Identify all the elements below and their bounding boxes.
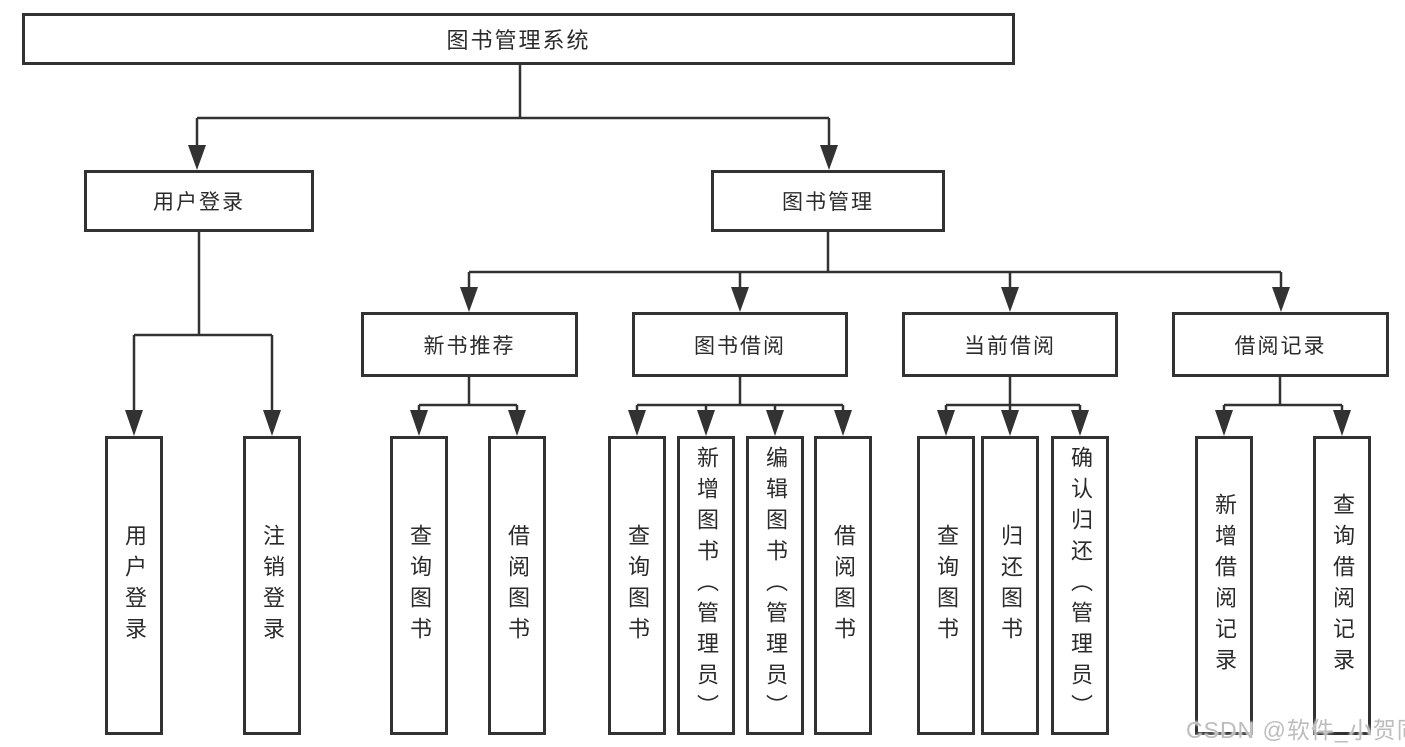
node-borrow-record-label: 借阅记录 xyxy=(1234,334,1327,358)
leaf-user-login: 用户登录 xyxy=(105,436,163,735)
leaf-borrow-books-1: 借阅图书 xyxy=(488,436,546,735)
leaf-add-borrow-record: 新增借阅记录 xyxy=(1195,436,1253,735)
arrowhead xyxy=(697,410,715,436)
arrowhead xyxy=(188,145,206,170)
node-current-borrow-label: 当前借阅 xyxy=(964,334,1056,358)
leaf-query-books-1: 查询图书 xyxy=(390,436,448,735)
leaf-query-borrow-record: 查询借阅记录 xyxy=(1313,436,1371,735)
leaf-query-books-2-label: 查询图书 xyxy=(625,523,650,648)
leaf-edit-book-admin: 编辑图书（管理员） xyxy=(746,436,804,735)
arrowhead xyxy=(937,410,955,436)
leaf-return-book: 归还图书 xyxy=(981,436,1039,735)
leaf-borrow-books-1-label: 借阅图书 xyxy=(505,523,530,648)
arrowhead xyxy=(1001,287,1019,312)
arrowhead xyxy=(460,287,478,312)
node-book-borrow-label: 图书借阅 xyxy=(694,334,786,358)
leaf-query-books-3-label: 查询图书 xyxy=(934,523,959,648)
arrowhead xyxy=(1333,410,1351,436)
node-new-book-recommend-label: 新书推荐 xyxy=(423,334,516,358)
arrowhead xyxy=(834,410,852,436)
arrowhead xyxy=(1272,287,1290,312)
arrowhead xyxy=(1215,410,1233,436)
node-borrow-record: 借阅记录 xyxy=(1172,312,1389,377)
leaf-borrow-books-2-label: 借阅图书 xyxy=(831,523,856,648)
arrowhead xyxy=(731,287,749,312)
arrowhead xyxy=(820,145,838,170)
arrowhead xyxy=(508,410,526,436)
leaf-logout-label: 注销登录 xyxy=(260,523,285,648)
leaf-query-borrow-record-label: 查询借阅记录 xyxy=(1330,492,1355,679)
leaf-logout: 注销登录 xyxy=(243,436,301,735)
leaf-confirm-return-admin-label: 确认归还（管理员） xyxy=(1068,446,1093,725)
arrowhead xyxy=(410,410,428,436)
leaf-edit-book-admin-label: 编辑图书（管理员） xyxy=(763,446,788,725)
leaf-confirm-return-admin: 确认归还（管理员） xyxy=(1051,436,1109,735)
node-user-login-label: 用户登录 xyxy=(153,191,245,214)
leaf-borrow-books-2: 借阅图书 xyxy=(814,436,872,735)
arrowhead xyxy=(125,410,143,436)
leaf-query-books-1-label: 查询图书 xyxy=(407,523,432,648)
arrowhead xyxy=(628,410,646,436)
leaf-return-book-label: 归还图书 xyxy=(998,523,1023,648)
leaf-add-borrow-record-label: 新增借阅记录 xyxy=(1212,492,1237,679)
leaf-query-books-2: 查询图书 xyxy=(608,436,666,735)
connector-root xyxy=(195,65,831,146)
watermark: CSDN @软件_小贺同学 xyxy=(1186,717,1405,743)
arrowhead xyxy=(766,410,784,436)
node-new-book-recommend: 新书推荐 xyxy=(361,312,578,377)
node-book-borrow: 图书借阅 xyxy=(632,312,848,377)
connector-fan-book-borrow xyxy=(635,377,845,411)
node-root-system: 图书管理系统 xyxy=(22,13,1015,65)
leaf-add-book-admin-label: 新增图书（管理员） xyxy=(694,446,719,725)
connector-user-login xyxy=(132,232,274,411)
leaf-user-login-label: 用户登录 xyxy=(122,523,147,648)
leaf-query-books-3: 查询图书 xyxy=(917,436,975,735)
node-book-management-label: 图书管理 xyxy=(782,191,874,214)
connector-book-management xyxy=(467,232,1283,288)
connector-fan-new-book xyxy=(417,377,519,411)
leaf-add-book-admin: 新增图书（管理员） xyxy=(677,436,735,735)
node-current-borrow: 当前借阅 xyxy=(902,312,1118,377)
node-user-login: 用户登录 xyxy=(84,170,314,232)
node-root-label: 图书管理系统 xyxy=(446,28,591,53)
arrowhead xyxy=(1001,410,1019,436)
connector-fan-current-borrow xyxy=(944,377,1082,411)
node-book-management: 图书管理 xyxy=(711,170,945,232)
connector-fan-borrow-record xyxy=(1222,377,1344,411)
arrowhead xyxy=(1071,410,1089,436)
arrowhead xyxy=(263,410,281,436)
